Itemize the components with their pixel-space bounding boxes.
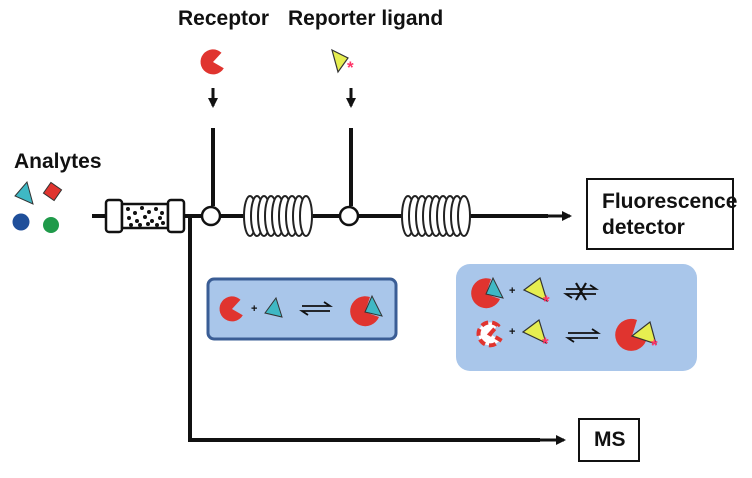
panel2-equilibrium-arrows [565, 328, 601, 343]
receptor-label: Receptor [178, 7, 270, 30]
svg-text:*: * [543, 292, 550, 311]
svg-text:+: + [251, 303, 257, 315]
panel2-bound-analyte-icon [485, 276, 504, 299]
split-line-to-ms [188, 216, 540, 442]
panel1-equilibrium-arrows [299, 301, 333, 316]
svg-text:+: + [509, 285, 515, 297]
reaction-coil-1 [243, 195, 313, 237]
svg-text:+: + [509, 326, 515, 338]
analyte-green-circle-icon [43, 217, 59, 233]
panel1-analyte-icon [264, 296, 283, 318]
panel2-fluorescent-complex-receptor-icon [615, 318, 646, 351]
svg-text:*: * [542, 334, 549, 353]
reaction-coil-2 [401, 195, 471, 237]
panel2-dashed-receptor-icon [476, 320, 503, 348]
fluorescence-detector-box: Fluorescence detector [586, 178, 738, 250]
panel1-complex-receptor-icon [350, 296, 379, 327]
binding-panel: + [206, 277, 398, 341]
analytes-label: Analytes [14, 150, 102, 173]
analytes-icon-group [12, 180, 63, 233]
panel2-blocked-equilibrium-arrows [563, 282, 599, 301]
fluorescence-detector-label-line2: detector [602, 216, 685, 239]
receptor-icon [200, 49, 224, 75]
panel2-occupied-receptor-icon [471, 278, 500, 309]
receptor-tee-junction [200, 205, 222, 227]
panel1-receptor-icon [219, 296, 243, 322]
fluorescence-detector-label-line1: Fluorescence [602, 190, 738, 213]
panel2-ligand-icon-row1 [522, 277, 548, 303]
panel2-fluorescent-complex-ligand-icon [630, 320, 657, 345]
analyte-diamond-icon [42, 181, 63, 202]
analyte-triangle-icon [14, 180, 34, 205]
ligand-tee-junction [338, 205, 360, 227]
reporter-ligand-icon: * [331, 48, 354, 77]
svg-text:*: * [347, 58, 354, 77]
column-icon [104, 198, 186, 234]
ms-label: MS [594, 428, 626, 451]
displacement-panel: + * + * * [456, 264, 697, 371]
ms-box: MS [578, 418, 640, 462]
panel1-complex-analyte-icon [364, 294, 383, 317]
analyte-blue-circle-icon [12, 213, 30, 231]
panel2-ligand-icon-row2 [521, 319, 547, 345]
svg-text:*: * [651, 336, 658, 355]
reporter-ligand-label: Reporter ligand [288, 7, 444, 30]
